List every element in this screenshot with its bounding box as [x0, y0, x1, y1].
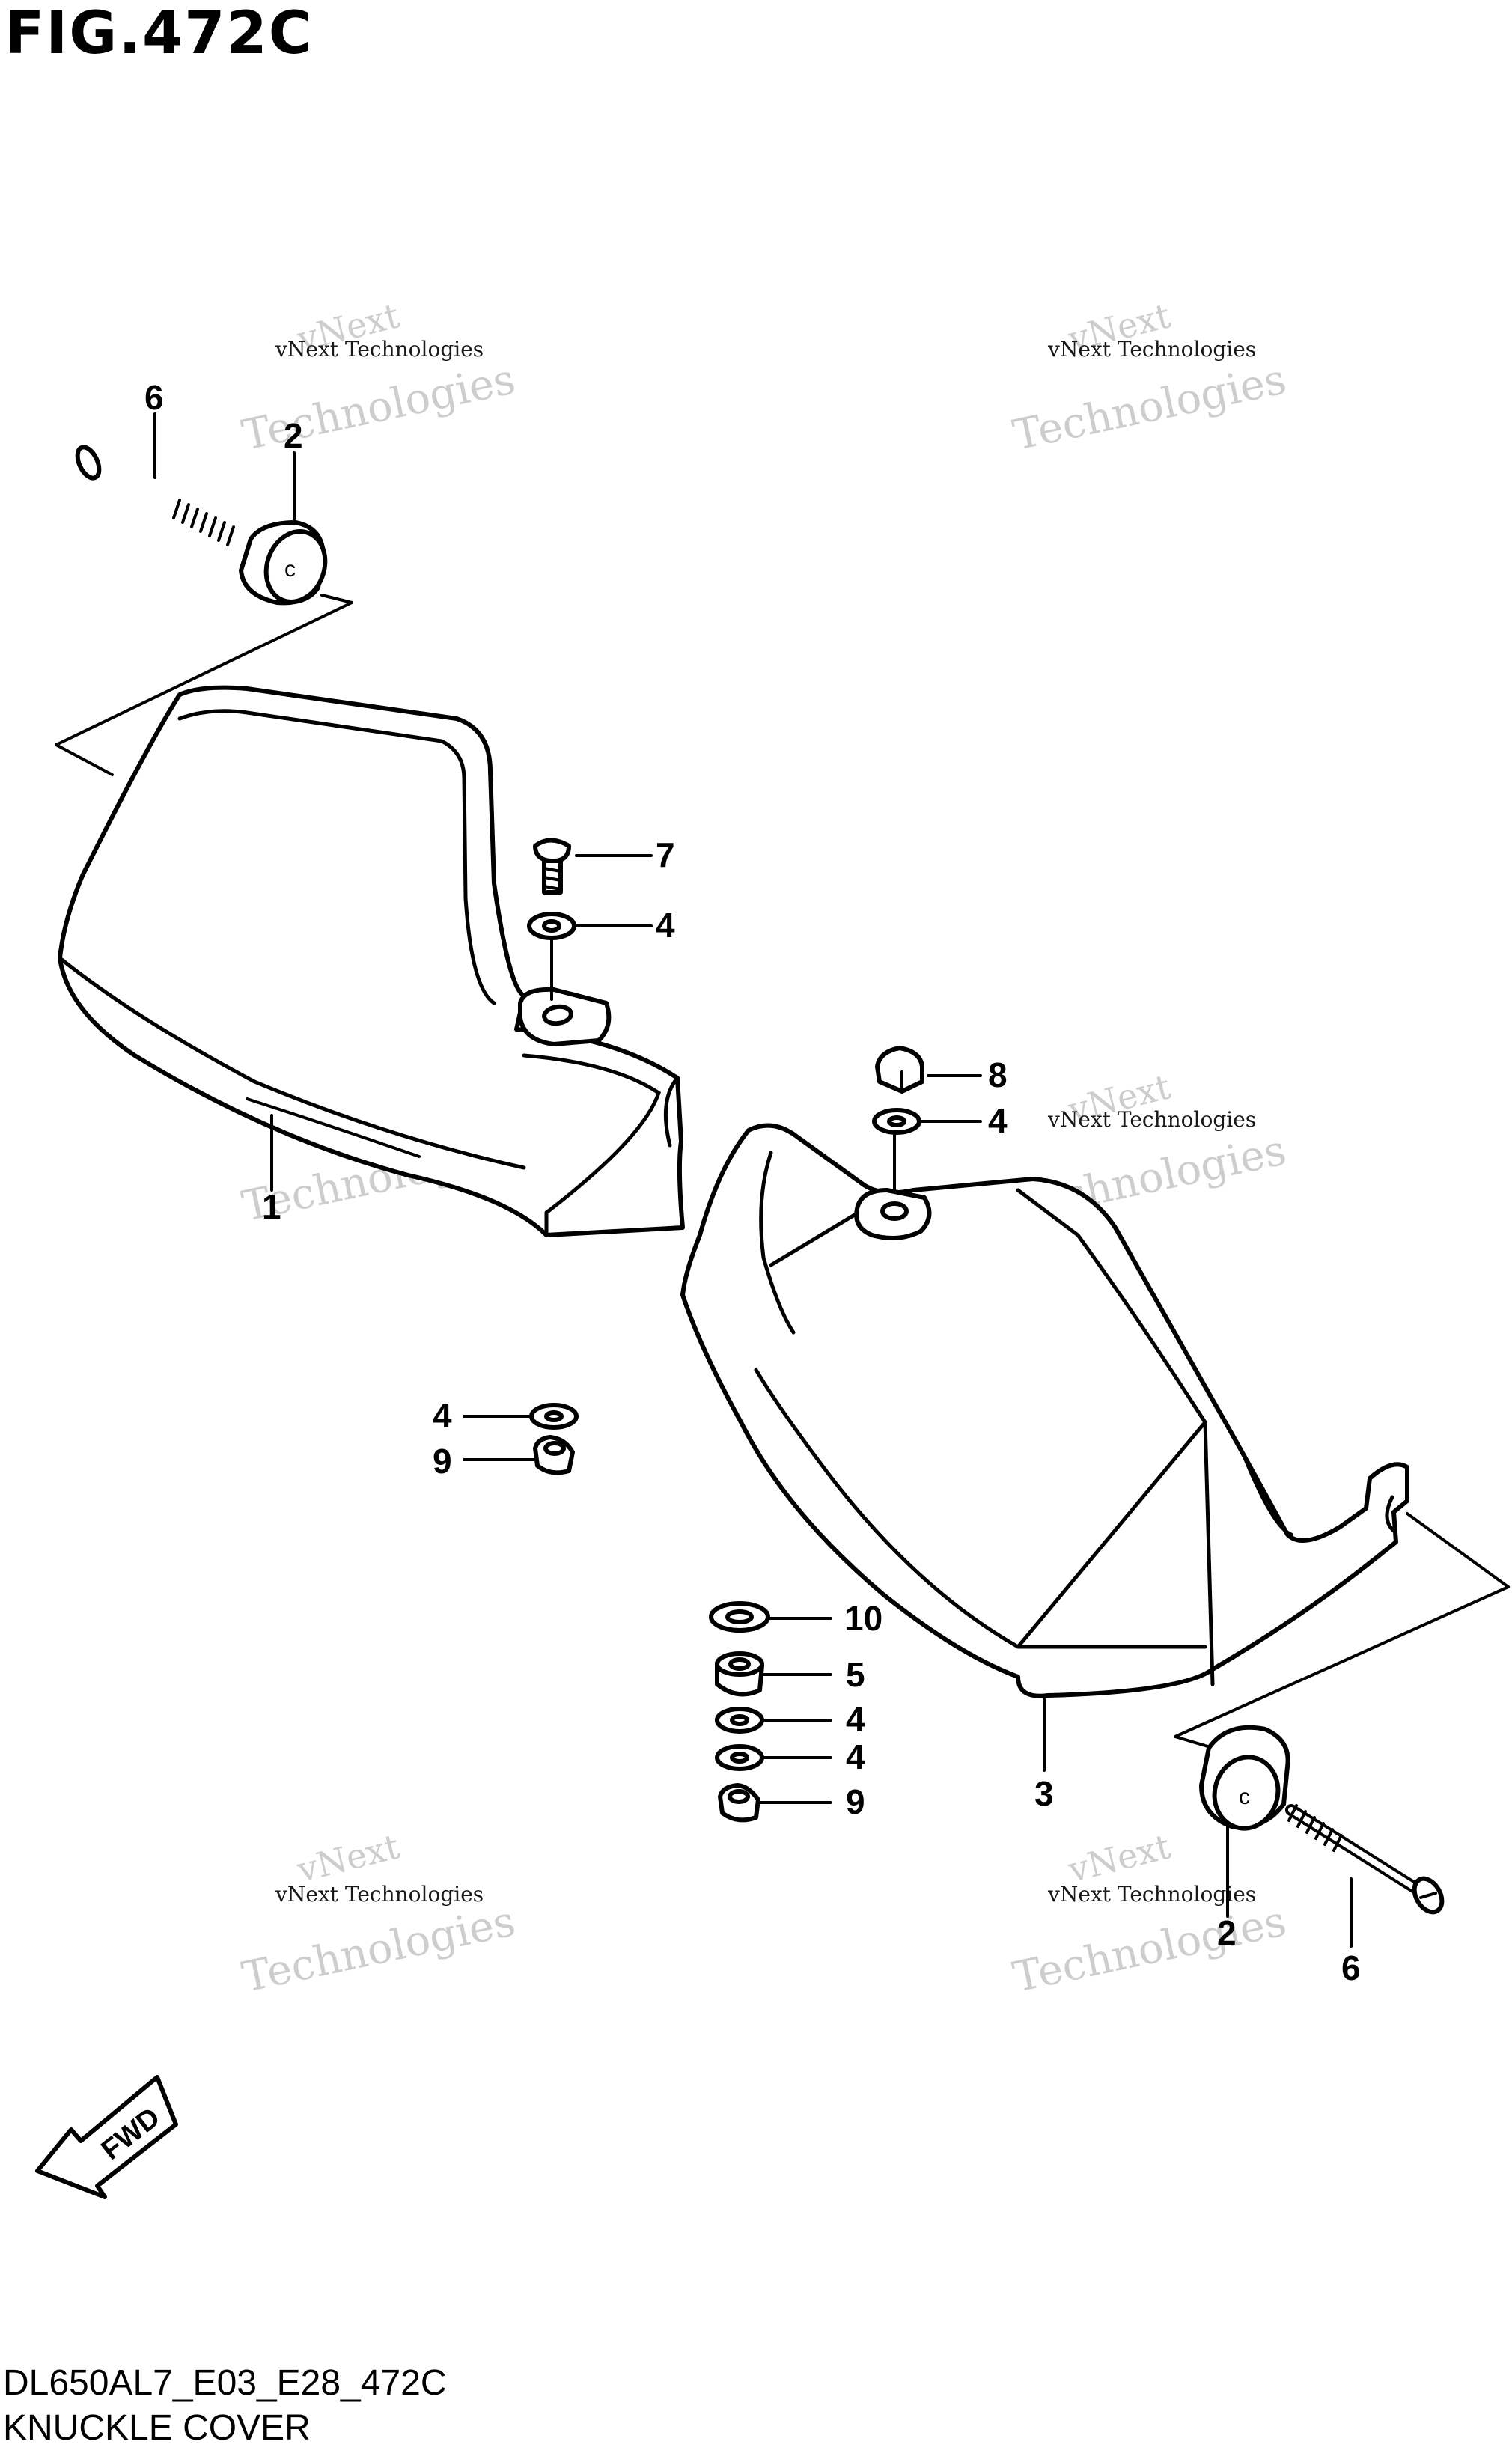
watermark-technologies: Technologies	[238, 1897, 519, 2002]
callouts: 6 2 1 7 4 8 4 4 9 10 5 4 4 9 3 2 6	[144, 378, 1361, 1987]
leader-lines	[153, 412, 1353, 1948]
grommet-2-upper: c	[239, 520, 328, 606]
alignment-line-upper	[55, 594, 353, 776]
washer-4-left	[529, 1403, 579, 1430]
fwd-arrow-icon: FWD	[35, 2075, 178, 2199]
callout-4-c: 4	[433, 1396, 452, 1435]
watermark-small: vNext Technologies	[1047, 337, 1256, 362]
callout-9-a: 9	[433, 1442, 452, 1481]
watermark-top-right: vNext vNext Technologies Technologies	[1009, 295, 1290, 460]
callout-2-lower: 2	[1217, 1913, 1237, 1952]
watermark-vnext: vNext	[293, 1826, 403, 1890]
washer-10	[709, 1601, 770, 1633]
callout-6-upper: 6	[144, 378, 164, 417]
washer-4-lower-a	[715, 1707, 764, 1734]
watermark-technologies: Technologies	[1009, 355, 1290, 460]
callout-9-b: 9	[846, 1782, 865, 1821]
nut-9-lower	[718, 1783, 760, 1823]
bolt-6-upper	[75, 445, 239, 546]
washer-4-lower-b	[715, 1744, 764, 1771]
washer-4-upper	[527, 912, 576, 940]
callout-7: 7	[656, 835, 675, 874]
svg-text:c: c	[1239, 1785, 1250, 1809]
watermark-technologies: Technologies	[238, 355, 519, 460]
watermark-small: vNext Technologies	[1047, 1107, 1256, 1132]
callout-4-d: 4	[846, 1700, 865, 1739]
callout-5: 5	[846, 1655, 865, 1694]
callout-4-b: 4	[988, 1101, 1008, 1140]
callout-3: 3	[1034, 1774, 1054, 1813]
cap-nut-8	[875, 1046, 924, 1094]
figure-title: FIG.472C	[4, 0, 314, 67]
callout-2-upper: 2	[284, 416, 303, 455]
collar-5	[715, 1651, 764, 1697]
callout-8: 8	[988, 1055, 1008, 1094]
watermark-top-left: vNext vNext Technologies Technologies	[238, 295, 519, 460]
watermark-small: vNext Technologies	[275, 1882, 484, 1907]
svg-text:c: c	[284, 557, 296, 582]
watermark-vnext: vNext	[1064, 1826, 1174, 1890]
grommet-2-lower: c	[1199, 1725, 1290, 1831]
watermark-bottom-left: vNext vNext Technologies Technologies	[238, 1826, 519, 2002]
diagram-code: DL650AL7_E03_E28_472C	[3, 2363, 447, 2403]
knuckle-cover-1-left	[58, 685, 685, 1237]
washer-4-mid	[872, 1108, 921, 1135]
knuckle-cover-3-right	[680, 1123, 1409, 1698]
alignment-line-lower	[1174, 1512, 1510, 1749]
diagram-name: KNUCKLE COVER	[3, 2408, 311, 2448]
callout-4-e: 4	[846, 1737, 865, 1776]
callout-10: 10	[844, 1599, 882, 1638]
callout-1: 1	[262, 1187, 281, 1226]
callout-6-lower: 6	[1341, 1948, 1361, 1987]
watermark-small: vNext Technologies	[275, 337, 484, 362]
screw-7	[533, 838, 571, 895]
watermark-technologies: Technologies	[1009, 1897, 1290, 2002]
callout-4-a: 4	[656, 906, 675, 945]
watermark-small: vNext Technologies	[1047, 1882, 1256, 1907]
bolt-6-lower	[1285, 1804, 1445, 1915]
watermark-bottom-right: vNext vNext Technologies Technologies	[1009, 1826, 1290, 2002]
nut-9-left	[533, 1435, 575, 1475]
